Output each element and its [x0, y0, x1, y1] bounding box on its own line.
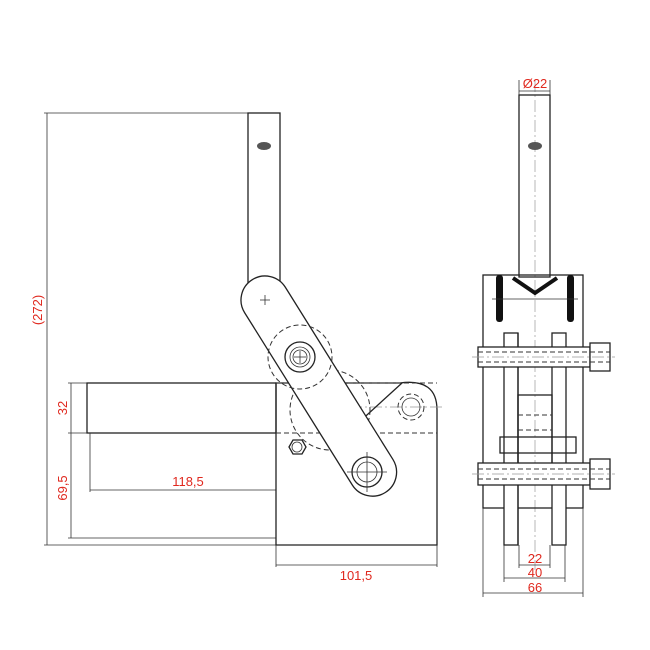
dim-plunger-length: 118,5: [172, 474, 204, 489]
clamp-body: [275, 381, 438, 546]
frame: [482, 274, 584, 509]
dim-base-height: 69,5: [55, 475, 70, 500]
pivot-nut: [284, 341, 316, 373]
handle-slot: [257, 142, 271, 150]
dim-plunger-height: 32: [55, 401, 70, 415]
arm-link: [240, 275, 398, 497]
dim-shaft-diameter: Ø22: [523, 76, 548, 91]
dim-inner-width: 22: [528, 551, 542, 566]
dim-overall-height: (272): [30, 295, 45, 325]
plunger: [86, 382, 277, 434]
dim-mid-width: 40: [528, 565, 542, 580]
dim-outer-width: 66: [528, 580, 542, 595]
hex-nut: [288, 439, 307, 455]
shaft: [518, 94, 551, 278]
dim-body-length: 101,5: [340, 568, 373, 583]
front-view: [472, 80, 615, 597]
handle-rod: [247, 112, 281, 294]
side-view: [44, 112, 445, 567]
